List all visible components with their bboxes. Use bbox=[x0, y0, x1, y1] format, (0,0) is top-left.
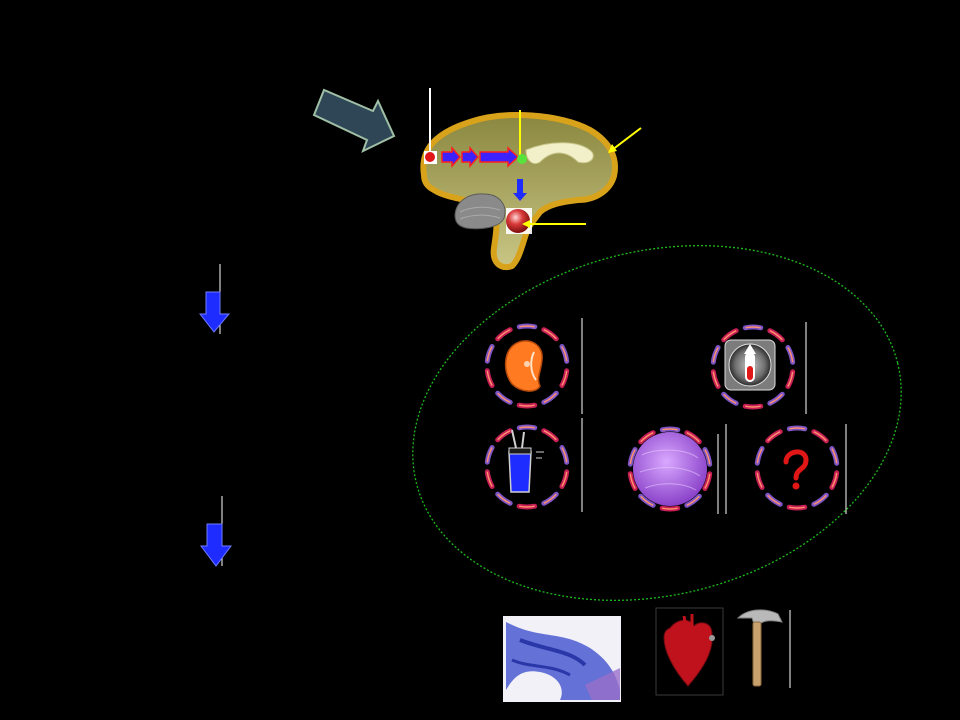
ring-highlight bbox=[712, 371, 719, 387]
ring-highlight bbox=[561, 370, 568, 386]
beaker-icon bbox=[508, 429, 544, 493]
ring-highlight bbox=[789, 506, 805, 509]
feedback-rings bbox=[484, 323, 840, 512]
ring-highlight bbox=[486, 447, 493, 463]
ring-highlight bbox=[831, 472, 838, 488]
ring-highlight bbox=[813, 494, 827, 505]
ring-highlight bbox=[543, 430, 557, 441]
ring-highlight bbox=[789, 427, 805, 430]
pituitary-pointer-head bbox=[522, 220, 530, 228]
neural-pathway-arrows bbox=[424, 146, 520, 168]
tissue-histology-icon bbox=[503, 616, 621, 702]
ring-highlight bbox=[561, 447, 568, 463]
ring-highlight bbox=[787, 371, 794, 387]
kidney-icon bbox=[504, 340, 543, 392]
thermostat-icon bbox=[724, 339, 776, 391]
callout-arrow-icon bbox=[312, 88, 396, 153]
ring-highlight bbox=[767, 494, 781, 505]
feedback-ring bbox=[627, 426, 713, 512]
target-organs-ellipse bbox=[412, 245, 902, 601]
ring-highlight bbox=[769, 393, 783, 404]
pituitary-icon bbox=[506, 208, 532, 234]
hammer-icon bbox=[736, 609, 783, 687]
ring-highlight bbox=[519, 505, 535, 508]
ring-highlight bbox=[629, 473, 636, 489]
ring-highlight bbox=[519, 404, 535, 407]
ring-highlight bbox=[543, 392, 557, 403]
ring-highlight bbox=[486, 471, 493, 487]
down-arrow-icon bbox=[200, 496, 232, 567]
ring-highlight bbox=[640, 495, 654, 506]
ring-highlight bbox=[662, 507, 678, 510]
ring-highlight bbox=[497, 329, 511, 340]
ring-highlight bbox=[543, 493, 557, 504]
cortex-pointer bbox=[611, 127, 642, 151]
feedback-ring bbox=[484, 323, 570, 409]
heart-icon bbox=[655, 607, 724, 696]
ring-highlight bbox=[813, 431, 827, 442]
ring-highlight bbox=[686, 432, 700, 443]
ring-highlight bbox=[561, 346, 568, 362]
feedback-ring bbox=[754, 425, 840, 511]
gland-icon bbox=[633, 432, 707, 506]
ring-highlight bbox=[686, 495, 700, 506]
ring-highlight bbox=[756, 448, 763, 464]
ring-highlight bbox=[497, 493, 511, 504]
ring-highlight bbox=[486, 370, 493, 386]
ring-highlight bbox=[497, 430, 511, 441]
separator-lines bbox=[581, 318, 847, 688]
ring-highlight bbox=[662, 428, 678, 431]
down-arrow-icon bbox=[513, 179, 527, 201]
ring-highlight bbox=[486, 346, 493, 362]
ring-highlight bbox=[497, 392, 511, 403]
ring-highlight bbox=[712, 347, 719, 363]
ring-highlight bbox=[519, 426, 535, 429]
ring-highlight bbox=[543, 329, 557, 340]
ring-highlight bbox=[561, 471, 568, 487]
ring-highlight bbox=[640, 432, 654, 443]
ring-highlight bbox=[723, 393, 737, 404]
ring-highlight bbox=[704, 473, 711, 489]
ring-highlight bbox=[769, 330, 783, 341]
ring-highlight bbox=[745, 405, 761, 408]
feedback-ring bbox=[484, 424, 570, 510]
ring-highlight bbox=[831, 448, 838, 464]
question-mark-icon bbox=[783, 449, 809, 490]
ring-highlight bbox=[723, 330, 737, 341]
ring-highlight bbox=[756, 472, 763, 488]
cortex-pointer-head bbox=[608, 144, 617, 153]
ring-highlight bbox=[629, 449, 636, 465]
ring-highlight bbox=[519, 325, 535, 328]
ring-highlight bbox=[745, 326, 761, 329]
ring-highlight bbox=[704, 449, 711, 465]
down-arrow-icon bbox=[198, 264, 231, 334]
ring-highlight bbox=[787, 347, 794, 363]
hypothalamus-marker bbox=[517, 110, 527, 164]
ring-highlight bbox=[767, 431, 781, 442]
feedback-ring bbox=[710, 324, 796, 410]
